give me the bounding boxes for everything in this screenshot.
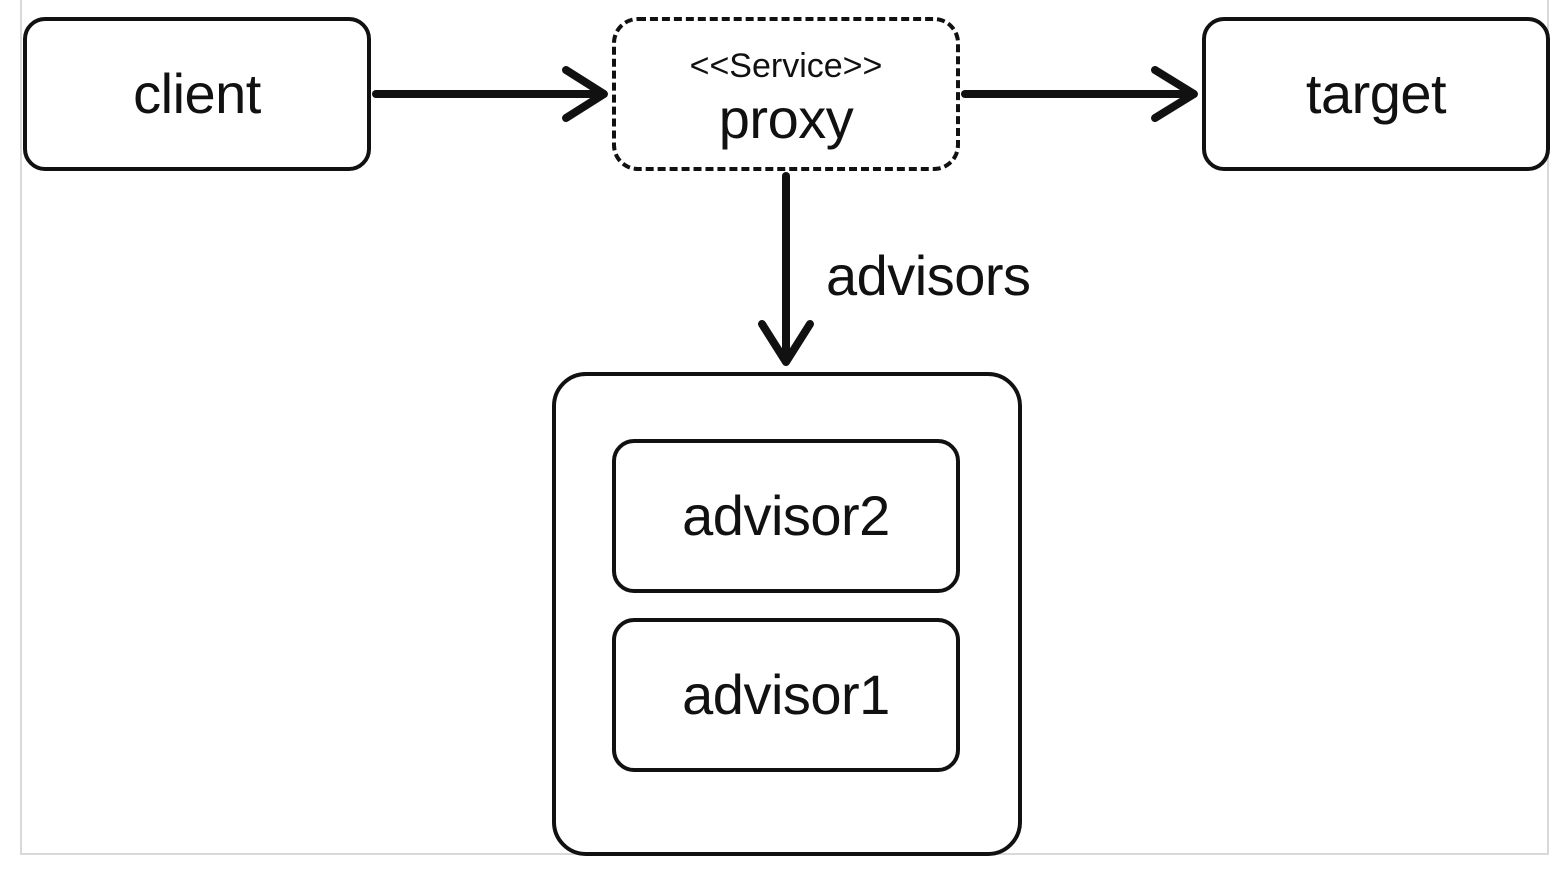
target-label: target <box>1305 62 1447 125</box>
advisors-edge-label: advisors <box>826 244 1031 307</box>
client-node: client <box>23 17 371 171</box>
advisor2-label: advisor2 <box>682 484 890 547</box>
advisor1-label: advisor1 <box>682 663 890 726</box>
target-node: target <box>1202 17 1550 171</box>
proxy-label: proxy <box>718 87 854 150</box>
client-label: client <box>133 62 261 125</box>
advisor1-node: advisor1 <box>612 618 960 772</box>
proxy-node: <<Service>> proxy <box>612 17 960 171</box>
advisor2-node: advisor2 <box>612 439 960 593</box>
proxy-stereotype: <<Service>> <box>689 47 883 85</box>
